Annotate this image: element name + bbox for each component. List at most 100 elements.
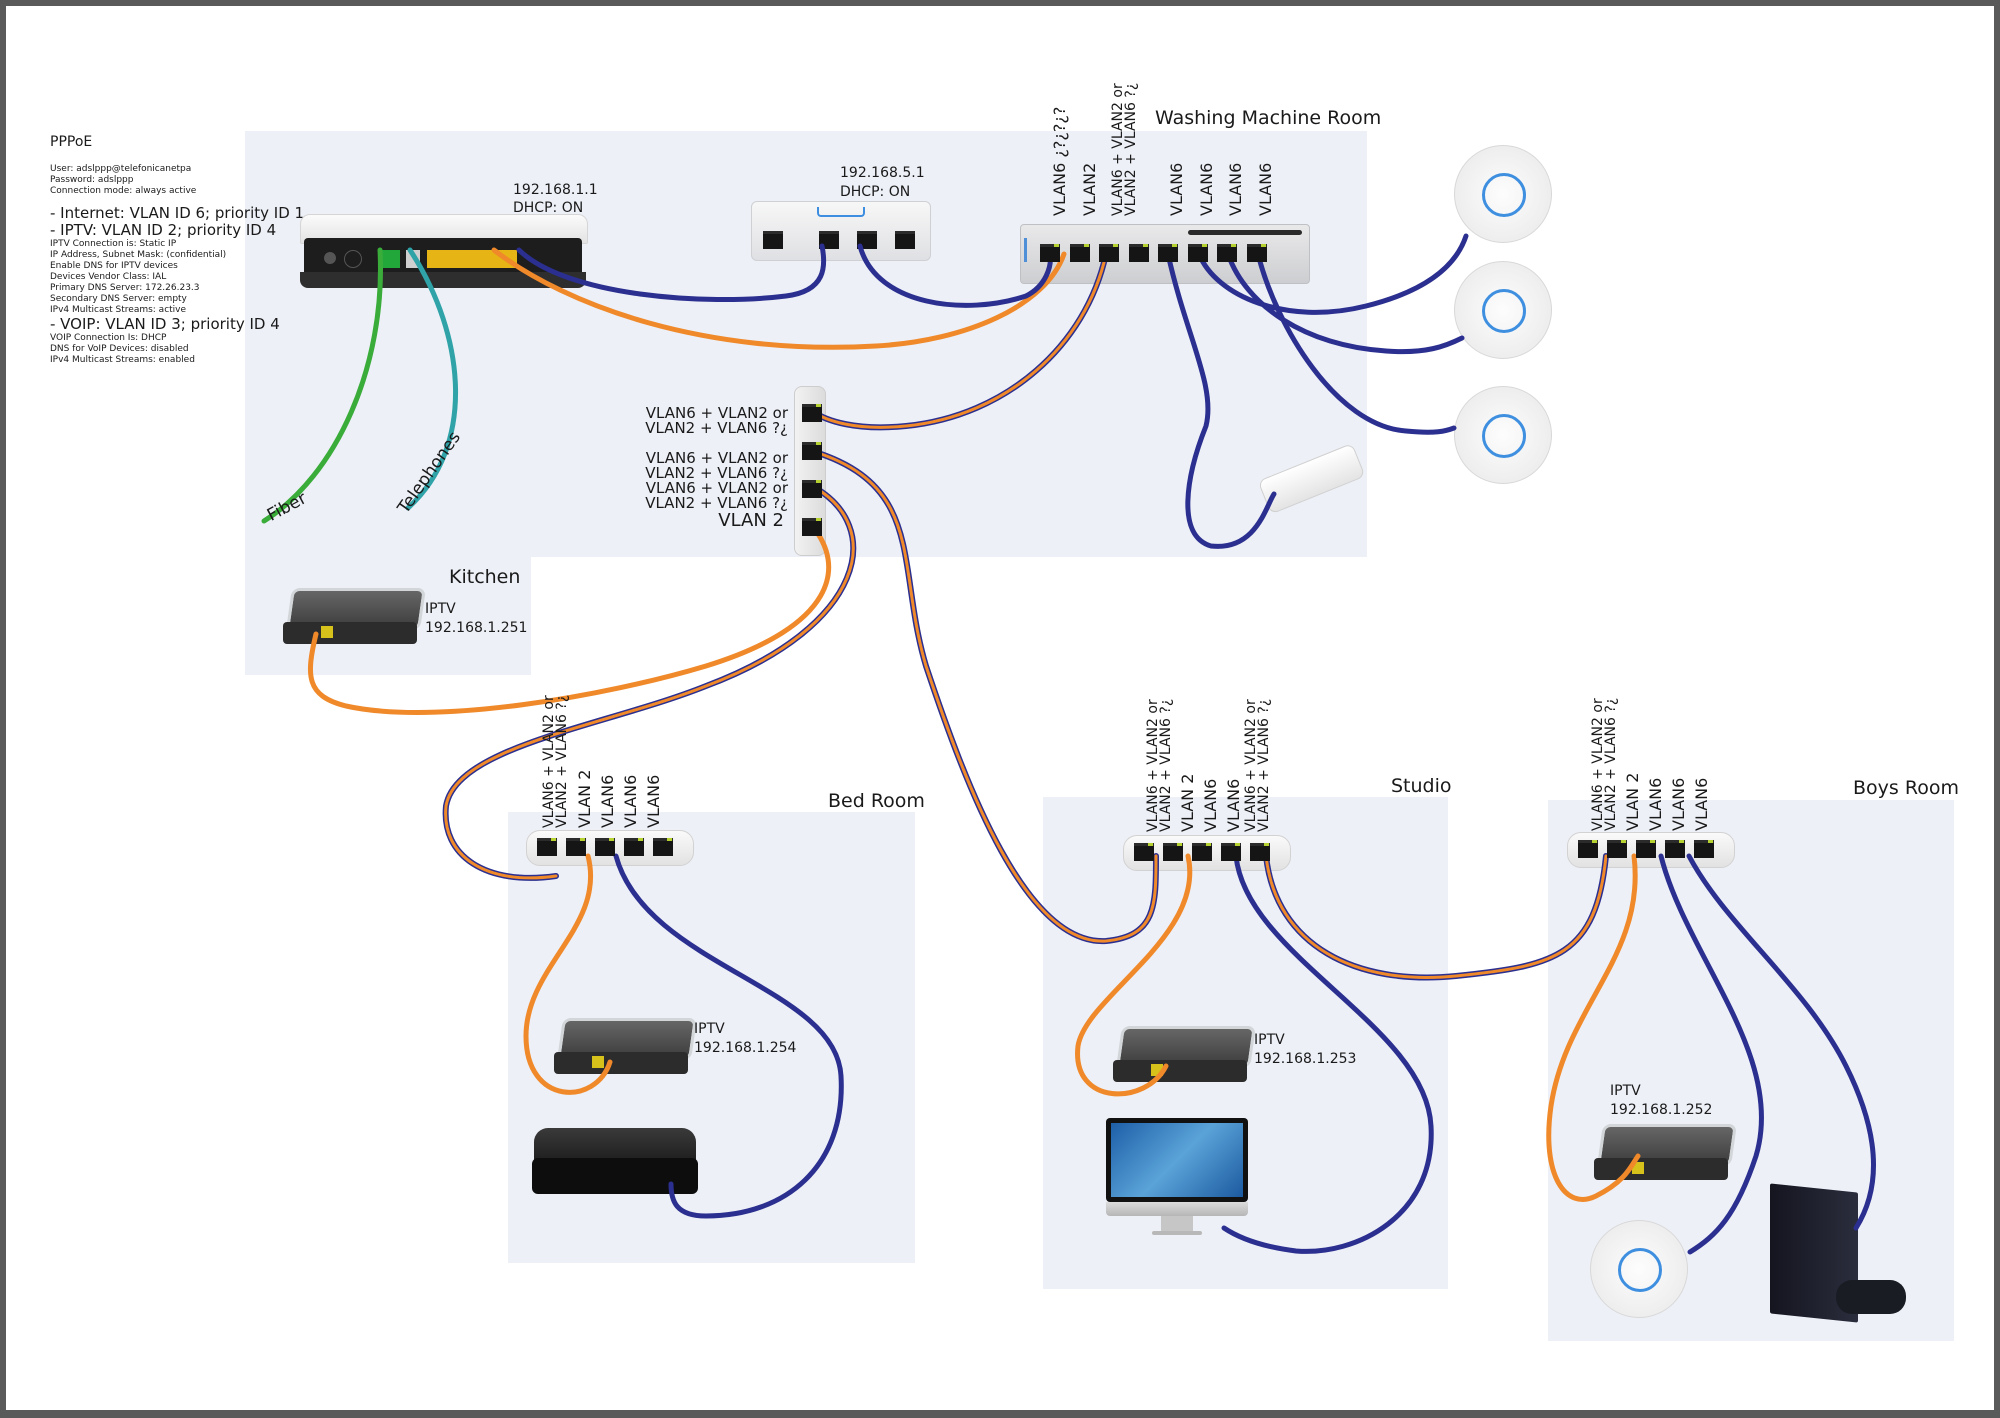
room-title-washing: Washing Machine Room — [1155, 107, 1382, 129]
iptv-bedroom-name: IPTV — [694, 1021, 725, 1037]
pppoe-title: PPPoE — [50, 134, 93, 150]
main-switch-port — [1128, 244, 1149, 262]
studio-port-label: VLAN6 — [1224, 778, 1243, 832]
studio-imac-cable — [1221, 853, 1434, 1254]
gateway-to-switch-cable — [857, 243, 1053, 308]
voip-detail: DNS for VoIP Devices: disabled — [50, 344, 189, 354]
iptv-detail: Devices Vendor Class: IAL — [50, 272, 167, 282]
main-switch-port — [1187, 244, 1208, 262]
boys-port-label: VLAN6 + VLAN2 or VLAN2 + VLAN6 ?¿ — [1590, 697, 1619, 831]
iptv-bedroom-ip: 192.168.1.254 — [694, 1040, 797, 1056]
main-switch-port — [1099, 244, 1119, 262]
imac — [1106, 1118, 1248, 1240]
ubiquiti-logo-icon — [1482, 173, 1526, 217]
bedroom-port-label: VLAN 2 — [575, 769, 594, 828]
iptv-kitchen-name: IPTV — [425, 601, 456, 617]
iptv-detail: IPTV Connection is: Static IP — [50, 239, 177, 249]
switch-to-flex-trunk — [809, 251, 1109, 431]
router-ip: 192.168.1.1 — [513, 182, 598, 198]
studio-switch-port — [1163, 843, 1183, 861]
router-dhcp: DHCP: ON — [513, 200, 584, 216]
internet-vlan-note: - Internet: VLAN ID 6; priority ID 1 — [50, 204, 305, 222]
access-point — [1590, 1220, 1688, 1318]
room-title-kitchen: Kitchen — [449, 566, 521, 588]
switch-to-ap3-cable — [1255, 251, 1457, 435]
iptv-studio-name: IPTV — [1254, 1032, 1285, 1048]
router-to-gateway-cable — [516, 243, 827, 303]
boys-iptv-cable — [1546, 853, 1641, 1202]
bedroom-port-label: VLAN6 — [644, 774, 663, 828]
studio-iptv-cable — [1075, 853, 1193, 1097]
studio-switch-port — [1134, 843, 1154, 861]
iptv-detail: IP Address, Subnet Mask: (confidential) — [50, 250, 227, 260]
ubiquiti-logo-icon — [1618, 1248, 1662, 1292]
studio-switch-port — [1250, 843, 1270, 861]
flex-to-studio-trunk — [809, 448, 1159, 945]
room-title-bedroom: Bed Room — [828, 790, 925, 812]
iptv-box-studio — [1111, 1026, 1256, 1092]
studio-port-label: VLAN6 + VLAN2 or VLAN2 + VLAN6 ?¿ — [1243, 698, 1272, 832]
bedroom-switch-port — [537, 838, 557, 856]
fiber-cable — [261, 247, 383, 524]
main-switch-port-label: VLAN6 — [1167, 162, 1186, 216]
bedroom-appletv-cable — [613, 853, 844, 1219]
iptv-studio-ip: 192.168.1.253 — [1254, 1051, 1357, 1067]
boys-switch-port — [1636, 840, 1656, 858]
room-title-boys: Boys Room — [1853, 777, 1959, 799]
router-to-switch-iptv-cable — [491, 247, 1067, 350]
telephone-cable — [405, 247, 458, 511]
main-switch-port-label: VLAN6 — [1226, 162, 1245, 216]
boys-ps4-cable — [1686, 853, 1876, 1231]
main-switch-port-label: VLAN6 + VLAN2 or VLAN2 + VLAN6 ?¿ — [1110, 82, 1139, 216]
pppoe-credential: User: adslppp@telefonicanetpa — [50, 164, 192, 174]
room-title-studio: Studio — [1391, 775, 1452, 797]
main-switch-port — [1040, 244, 1060, 262]
main-switch-port-label: VLAN2 — [1080, 162, 1099, 216]
pppoe-credential: Connection mode: always active — [50, 186, 197, 196]
main-switch-port — [1246, 244, 1267, 262]
flex-to-kitchen-iptv-cable — [308, 523, 832, 715]
flex-port-label: VLAN 2 — [718, 510, 784, 531]
flex-to-studio-trunk-stripe — [810, 449, 1158, 943]
studio-port-label: VLAN6 + VLAN2 or VLAN2 + VLAN6 ?¿ — [1145, 698, 1174, 832]
switch-to-adapter-cable — [1165, 251, 1277, 549]
voip-vlan-note: - VOIP: VLAN ID 3; priority ID 4 — [50, 315, 280, 333]
bedroom-switch-port — [624, 838, 644, 856]
pppoe-credential: Password: adslppp — [50, 175, 134, 185]
studio-to-boys-trunk — [1263, 853, 1609, 981]
flex-port-label: VLAN6 + VLAN2 or VLAN2 + VLAN6 ?¿ — [645, 449, 788, 482]
iptv-boys-name: IPTV — [1610, 1083, 1641, 1099]
bedroom-port-label: VLAN6 — [621, 774, 640, 828]
studio-switch-port — [1221, 843, 1241, 861]
flex-switch-port — [802, 518, 822, 536]
switch-to-flex-trunk-stripe — [810, 252, 1108, 429]
iptv-vlan-note: - IPTV: VLAN ID 2; priority ID 4 — [50, 221, 277, 239]
bedroom-iptv-cable — [523, 853, 613, 1095]
diagram-page: Washing Machine Room Kitchen Bed Room St… — [6, 6, 1994, 1410]
flex-switch-port — [802, 480, 822, 498]
flex-port-label: VLAN6 + VLAN2 or VLAN2 + VLAN6 ?¿ — [645, 479, 788, 512]
main-switch-port-label: VLAN6 — [1256, 162, 1275, 216]
apple-tv — [532, 1128, 698, 1200]
voip-detail: IPv4 Multicast Streams: enabled — [50, 355, 195, 365]
switch-to-ap2-cable — [1225, 251, 1465, 355]
gateway-dhcp: DHCP: ON — [840, 184, 911, 200]
boys-port-label: VLAN 2 — [1623, 772, 1642, 831]
isp-notes: PPPoE User: adslppp@telefonicanetpa Pass… — [50, 134, 304, 366]
studio-port-label: VLAN 2 — [1178, 773, 1197, 832]
main-switch-port-label: VLAN6 ¿?¿?¿? — [1050, 106, 1069, 216]
boys-switch-port — [1578, 840, 1598, 858]
gateway-ip: 192.168.5.1 — [840, 165, 925, 181]
studio-switch-port — [1192, 843, 1212, 861]
bedroom-switch-port — [595, 838, 615, 856]
main-switch-port — [1217, 244, 1237, 262]
iptv-detail: Enable DNS for IPTV devices — [50, 261, 178, 271]
boys-port-label: VLAN6 — [1646, 777, 1665, 831]
voip-detail: VOIP Connection Is: DHCP — [50, 333, 167, 343]
boys-port-label: VLAN6 — [1692, 777, 1711, 831]
ubiquiti-logo-icon — [1482, 414, 1526, 458]
security-gateway — [751, 201, 931, 263]
playstation-console — [1766, 1183, 1906, 1323]
iptv-boys-ip: 192.168.1.252 — [1610, 1102, 1713, 1118]
flex-port-label: VLAN6 + VLAN2 or VLAN2 + VLAN6 ?¿ — [645, 404, 788, 437]
